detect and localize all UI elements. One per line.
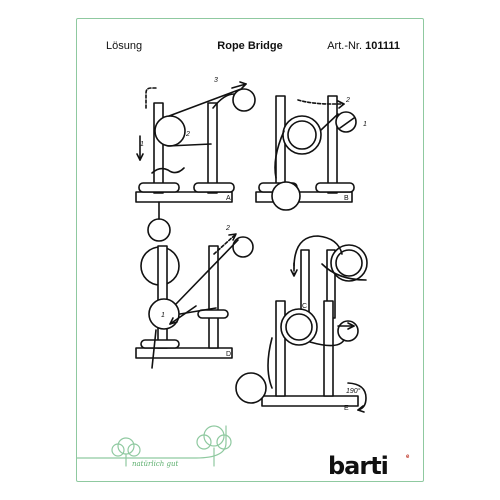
panel-d-drawing [135, 201, 254, 369]
panel-label-e: E [344, 405, 349, 412]
step-a-3: 3 [214, 77, 218, 84]
panel-e-drawing [235, 300, 367, 413]
slogan: natürlich gut [132, 460, 178, 468]
step-b-1: 1 [363, 121, 367, 128]
puzzle-title: Rope Bridge [217, 40, 283, 52]
article-value: 101111 [365, 40, 400, 52]
panel-a-drawing [135, 81, 256, 203]
panel-label-d: D [226, 351, 231, 358]
barti-logo: barti [328, 452, 389, 480]
step-e-rotation: 190° [346, 387, 361, 395]
solution-label: Lösung [106, 40, 143, 52]
solution-sheet: Lösung Rope Bridge Art.-Nr. 101111 [76, 18, 424, 482]
panel-b-drawing [255, 95, 357, 211]
step-d-2: 2 [225, 225, 230, 232]
instruction-drawings: A B C D E 1 2 3 2 1 1 2 190° natürlich g… [76, 77, 368, 468]
step-a-2: 2 [185, 131, 190, 138]
panel-label-b: B [344, 195, 349, 202]
panel-label-c: C [302, 303, 307, 310]
article-prefix: Art.-Nr. [327, 40, 363, 52]
step-a-1: 1 [140, 141, 144, 148]
tree-illustration [76, 425, 232, 467]
article-number: Art.-Nr. 101111 [327, 40, 400, 52]
panel-label-a: A [226, 195, 231, 202]
step-d-1: 1 [161, 312, 165, 319]
barti-logo-mark: e [406, 454, 410, 460]
step-b-2: 2 [345, 97, 350, 104]
